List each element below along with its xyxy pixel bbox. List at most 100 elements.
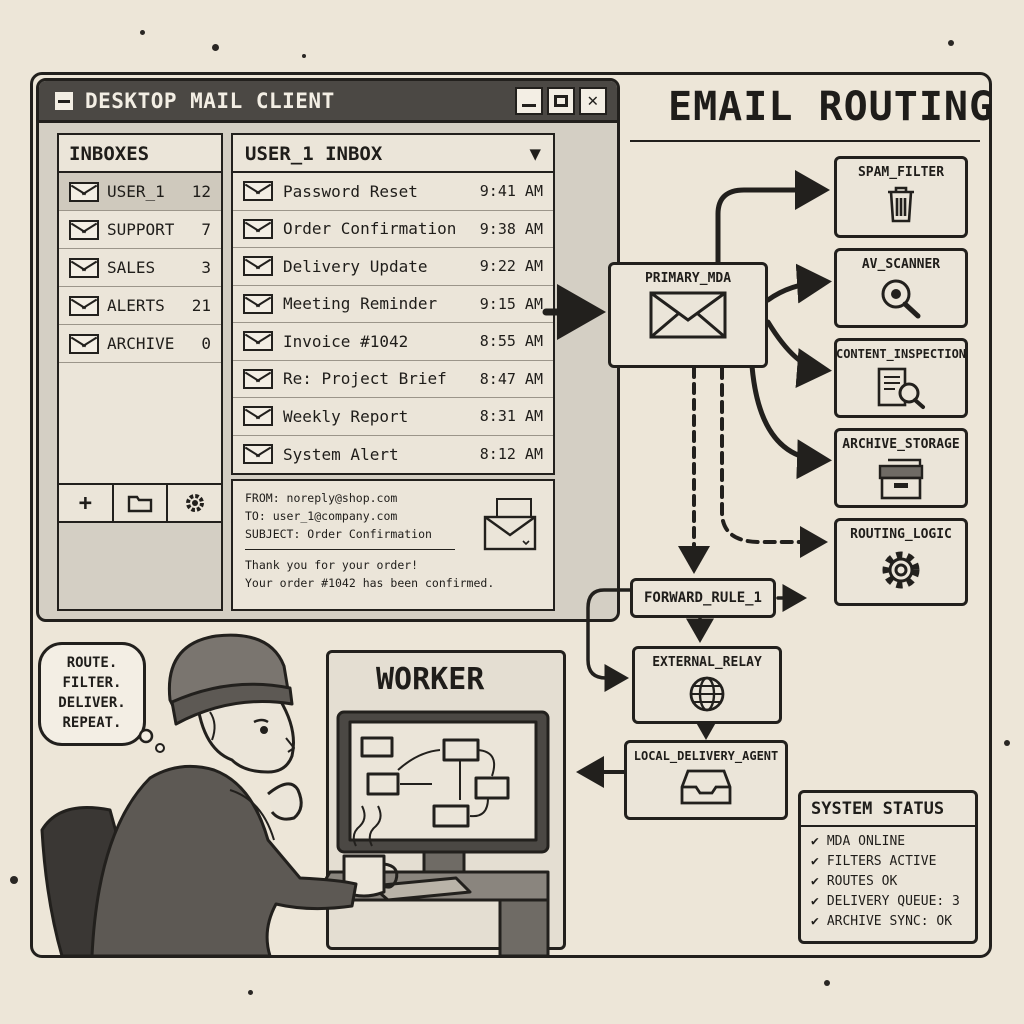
- chevron-down-icon[interactable]: ▼: [529, 143, 541, 165]
- arrow-to-av: [765, 263, 832, 304]
- node-label: LOCAL_DELIVERY_AGENT: [633, 749, 779, 763]
- inbox-name: USER_1: [107, 182, 165, 201]
- inbox-item-archive[interactable]: ARCHIVE 0: [59, 325, 221, 363]
- message-time: 9:22 AM: [479, 257, 543, 276]
- node-av-scanner[interactable]: AV_SCANNER: [834, 248, 968, 328]
- open-envelope-icon: [483, 498, 537, 551]
- envelope-icon: [69, 257, 99, 278]
- thought-line: REPEAT.: [62, 715, 122, 731]
- routing-title: EMAIL ROUTING: [668, 84, 995, 130]
- message-subject: Re: Project Brief: [283, 369, 447, 389]
- node-content-inspection[interactable]: CONTENT_INSPECTION: [834, 338, 968, 418]
- envelope-icon: [243, 181, 273, 202]
- inbox-count: 3: [201, 258, 211, 277]
- envelope-icon: [243, 368, 273, 389]
- inbox-count: 7: [201, 220, 211, 239]
- window-menu-icon[interactable]: [55, 91, 73, 110]
- inbox-name: ARCHIVE: [107, 334, 175, 353]
- status-text: FILTERS ACTIVE: [826, 853, 937, 869]
- envelope-icon: [243, 218, 273, 239]
- preview-body-line-2: Your order #1042 has been confirmed.: [245, 576, 495, 590]
- preview-to: TO: user_1@company.com: [245, 509, 398, 523]
- node-primary-mda[interactable]: PRIMARY_MDA: [608, 262, 768, 368]
- node-routing-logic[interactable]: ROUTING_LOGIC: [834, 518, 968, 606]
- preview-from: FROM: noreply@shop.com: [245, 491, 398, 505]
- node-label: FORWARD_RULE_1: [643, 590, 762, 606]
- envelope-icon: [69, 295, 99, 316]
- minimize-icon[interactable]: [515, 86, 543, 115]
- gear-icon[interactable]: [168, 485, 221, 521]
- node-archive-storage[interactable]: ARCHIVE_STORAGE: [834, 428, 968, 508]
- inbox-item-support[interactable]: SUPPORT 7: [59, 211, 221, 249]
- inbox-item-sales[interactable]: SALES 3: [59, 249, 221, 287]
- node-label: EXTERNAL_RELAY: [652, 655, 762, 670]
- inbox-name: SALES: [107, 258, 156, 277]
- thought-line: FILTER.: [62, 675, 122, 691]
- envelope-icon: [69, 181, 99, 202]
- status-item: ✔ DELIVERY QUEUE: 3: [801, 891, 975, 911]
- inbox-tray-icon: [680, 769, 732, 805]
- node-label: SPAM_FILTER: [857, 165, 945, 180]
- node-label: ARCHIVE_STORAGE: [842, 437, 960, 452]
- message-subject: Delivery Update: [283, 256, 428, 276]
- sidebar-empty-area: [59, 523, 221, 609]
- window-titlebar[interactable]: DESKTOP MAIL CLIENT ✕: [39, 81, 617, 123]
- envelope-icon: [69, 333, 99, 354]
- envelope-icon: [649, 291, 727, 339]
- message-time: 9:38 AM: [479, 219, 543, 238]
- inbox-item-alerts[interactable]: ALERTS 21: [59, 287, 221, 325]
- arrow-forward-loop: [586, 588, 632, 692]
- check-icon: ✔: [811, 893, 819, 909]
- node-spam-filter[interactable]: SPAM_FILTER: [834, 156, 968, 238]
- message-row[interactable]: Meeting Reminder 9:15 AM: [233, 286, 553, 323]
- close-glyph: ✕: [587, 90, 599, 111]
- inboxes-header: INBOXES: [59, 135, 221, 173]
- inbox-count: 12: [191, 182, 211, 201]
- thought-bubble: ROUTE. FILTER. DELIVER. REPEAT.: [38, 642, 146, 746]
- message-time: 9:41 AM: [479, 182, 543, 201]
- folder-icon[interactable]: [114, 485, 169, 521]
- message-time: 9:15 AM: [479, 294, 543, 313]
- status-text: DELIVERY QUEUE: 3: [826, 893, 960, 909]
- thought-line: ROUTE.: [66, 655, 118, 671]
- node-external-relay[interactable]: EXTERNAL_RELAY: [632, 646, 782, 724]
- trash-icon: [888, 186, 914, 223]
- add-glyph: +: [78, 490, 92, 516]
- window-title: DESKTOP MAIL CLIENT: [85, 88, 335, 113]
- message-subject: Invoice #1042: [283, 331, 409, 351]
- node-local-delivery-agent[interactable]: LOCAL_DELIVERY_AGENT: [624, 740, 788, 820]
- maximize-icon[interactable]: [547, 86, 575, 115]
- node-label: ROUTING_LOGIC: [850, 527, 952, 542]
- plus-icon[interactable]: +: [59, 485, 114, 521]
- envelope-icon: [243, 444, 273, 465]
- status-item: ✔ARCHIVE SYNC: OK: [801, 911, 975, 931]
- node-forward-rule[interactable]: FORWARD_RULE_1: [630, 578, 776, 618]
- envelope-icon: [243, 406, 273, 427]
- close-icon[interactable]: ✕: [579, 86, 607, 115]
- message-list-header[interactable]: USER_1 INBOX ▼: [233, 135, 553, 173]
- preview-divider: [245, 549, 455, 550]
- message-subject: System Alert: [283, 444, 399, 464]
- check-icon: ✔: [811, 913, 819, 929]
- message-preview: FROM: noreply@shop.com TO: user_1@compan…: [231, 479, 555, 611]
- status-header: SYSTEM STATUS: [801, 793, 975, 827]
- inbox-count: 21: [191, 296, 211, 315]
- message-time: 8:31 AM: [479, 407, 543, 426]
- magnifier-icon: [881, 279, 921, 319]
- inbox-item-user-1[interactable]: USER_1 12: [59, 173, 221, 211]
- routing-title-underline: [630, 140, 980, 142]
- inbox-name: SUPPORT: [107, 220, 175, 239]
- message-subject: Meeting Reminder: [283, 294, 438, 314]
- arrow-to-content: [765, 319, 832, 389]
- message-row[interactable]: Delivery Update 9:22 AM: [233, 248, 553, 286]
- node-label: PRIMARY_MDA: [644, 271, 732, 286]
- mail-client-window: DESKTOP MAIL CLIENT ✕ INBOXES USER_1 12 …: [36, 78, 620, 622]
